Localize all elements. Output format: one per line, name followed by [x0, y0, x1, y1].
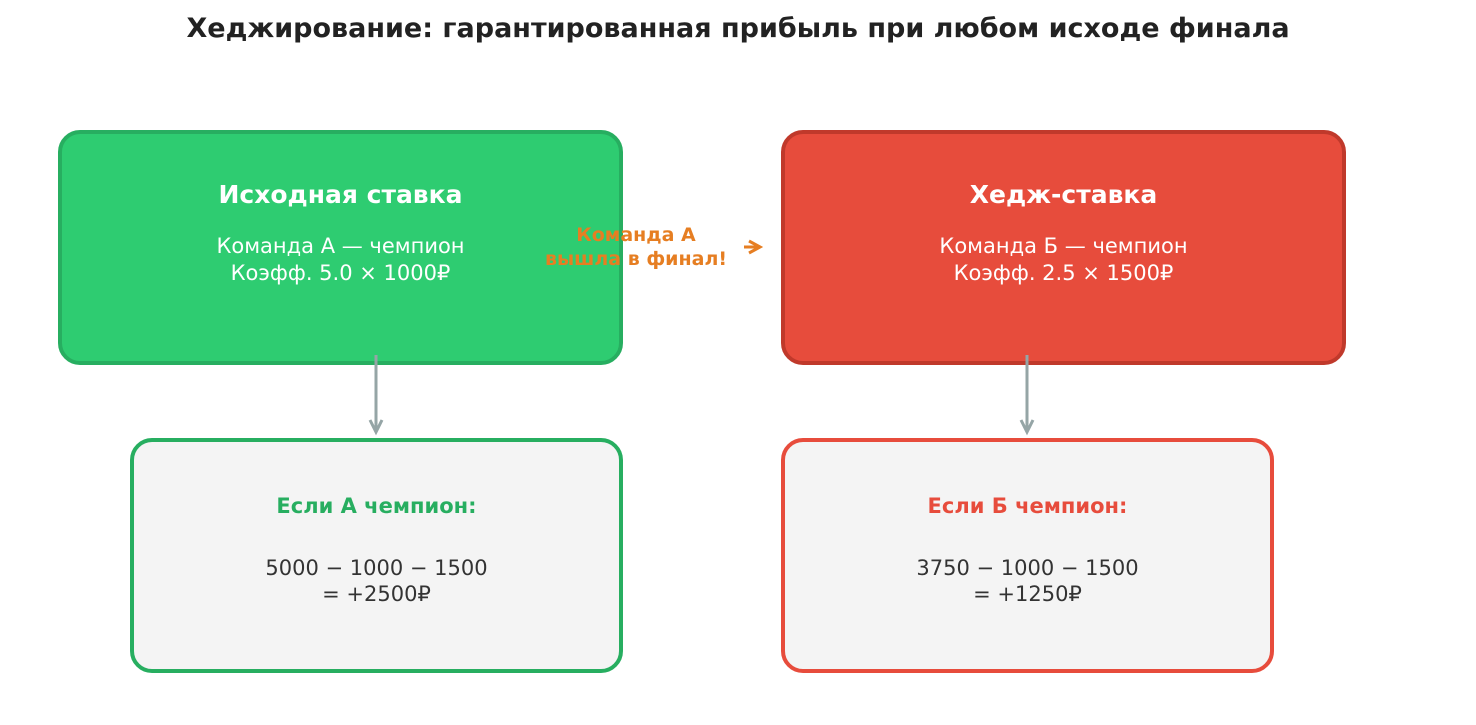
trigger-label: Команда А вышла в финал!	[526, 223, 746, 271]
original-bet-odds: Коэфф. 5.0 × 1000₽	[230, 261, 451, 285]
trigger-label-line2: вышла в финал!	[544, 248, 728, 270]
arrow-hedge-to-outcome-b	[1019, 355, 1035, 436]
outcome-a-box: Если А чемпион: 5000 − 1000 − 1500 = +25…	[130, 438, 623, 673]
original-bet-team: Команда А — чемпион	[216, 234, 465, 258]
hedge-bet-heading: Хедж-ставка	[969, 180, 1158, 209]
hedge-bet-odds: Коэфф. 2.5 × 1500₽	[953, 261, 1174, 285]
outcome-a-formula: 5000 − 1000 − 1500	[265, 556, 488, 580]
hedge-bet-details: Команда Б — чемпион Коэфф. 2.5 × 1500₽	[785, 233, 1342, 287]
outcome-b-formula: 3750 − 1000 − 1500	[916, 556, 1139, 580]
outcome-b-calculation: 3750 − 1000 − 1500 = +1250₽	[785, 555, 1270, 607]
hedge-bet-box: Хедж-ставка Команда Б — чемпион Коэфф. 2…	[781, 130, 1346, 365]
outcome-b-heading: Если Б чемпион:	[927, 494, 1128, 518]
outcome-b-profit: = +1250₽	[973, 582, 1082, 606]
diagram-title: Хеджирование: гарантированная прибыль пр…	[186, 13, 1290, 44]
arrow-original-to-outcome-a	[368, 355, 384, 436]
outcome-a-heading: Если А чемпион:	[276, 494, 477, 518]
outcome-a-profit: = +2500₽	[322, 582, 431, 606]
original-bet-heading: Исходная ставка	[218, 180, 463, 209]
hedge-bet-team: Команда Б — чемпион	[939, 234, 1188, 258]
outcome-b-box: Если Б чемпион: 3750 − 1000 − 1500 = +12…	[781, 438, 1274, 673]
outcome-a-calculation: 5000 − 1000 − 1500 = +2500₽	[134, 555, 619, 607]
original-bet-box: Исходная ставка Команда А — чемпион Коэф…	[58, 130, 623, 365]
original-bet-details: Команда А — чемпион Коэфф. 5.0 × 1000₽	[62, 233, 619, 287]
trigger-label-line1: Команда А	[576, 224, 696, 246]
arrow-trigger-to-hedge	[744, 239, 764, 255]
